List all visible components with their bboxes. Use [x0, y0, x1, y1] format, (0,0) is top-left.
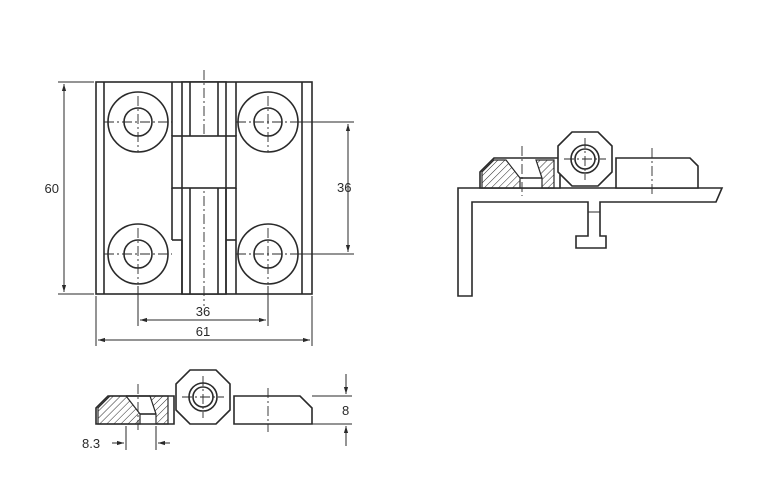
dimension-hole-spacing-horizontal: 36: [137, 286, 269, 326]
countersunk-hole-bottom-right: [236, 223, 300, 285]
dimension-countersink-offset: 8.3: [82, 426, 170, 451]
dimension-label-61: 61: [196, 324, 210, 339]
dimension-hole-spacing-vertical: 36: [300, 121, 354, 255]
countersunk-hole-top-right: [236, 91, 300, 153]
side-view: 8 8.3: [82, 369, 352, 451]
dimension-label-60: 60: [45, 181, 59, 196]
countersunk-hole-top-left: [104, 91, 172, 153]
installed-hatch-right: [535, 159, 555, 189]
installed-view: [457, 131, 724, 297]
dimension-label-36-vertical: 36: [337, 180, 351, 195]
mounting-frame: [457, 187, 724, 297]
dimension-label-36-horizontal: 36: [196, 304, 210, 319]
dimension-width-total: 61: [95, 296, 313, 346]
dimension-label-8: 8: [342, 403, 349, 418]
front-view: 60 36 36 61: [45, 70, 354, 346]
dimension-thickness: 8: [312, 374, 352, 446]
hinge-barrel: [171, 70, 237, 306]
countersunk-hole-bottom-left: [104, 223, 172, 285]
dimension-height-total: 60: [45, 81, 94, 295]
dimension-label-8-3: 8.3: [82, 436, 100, 451]
section-hatch-right: [149, 395, 169, 425]
